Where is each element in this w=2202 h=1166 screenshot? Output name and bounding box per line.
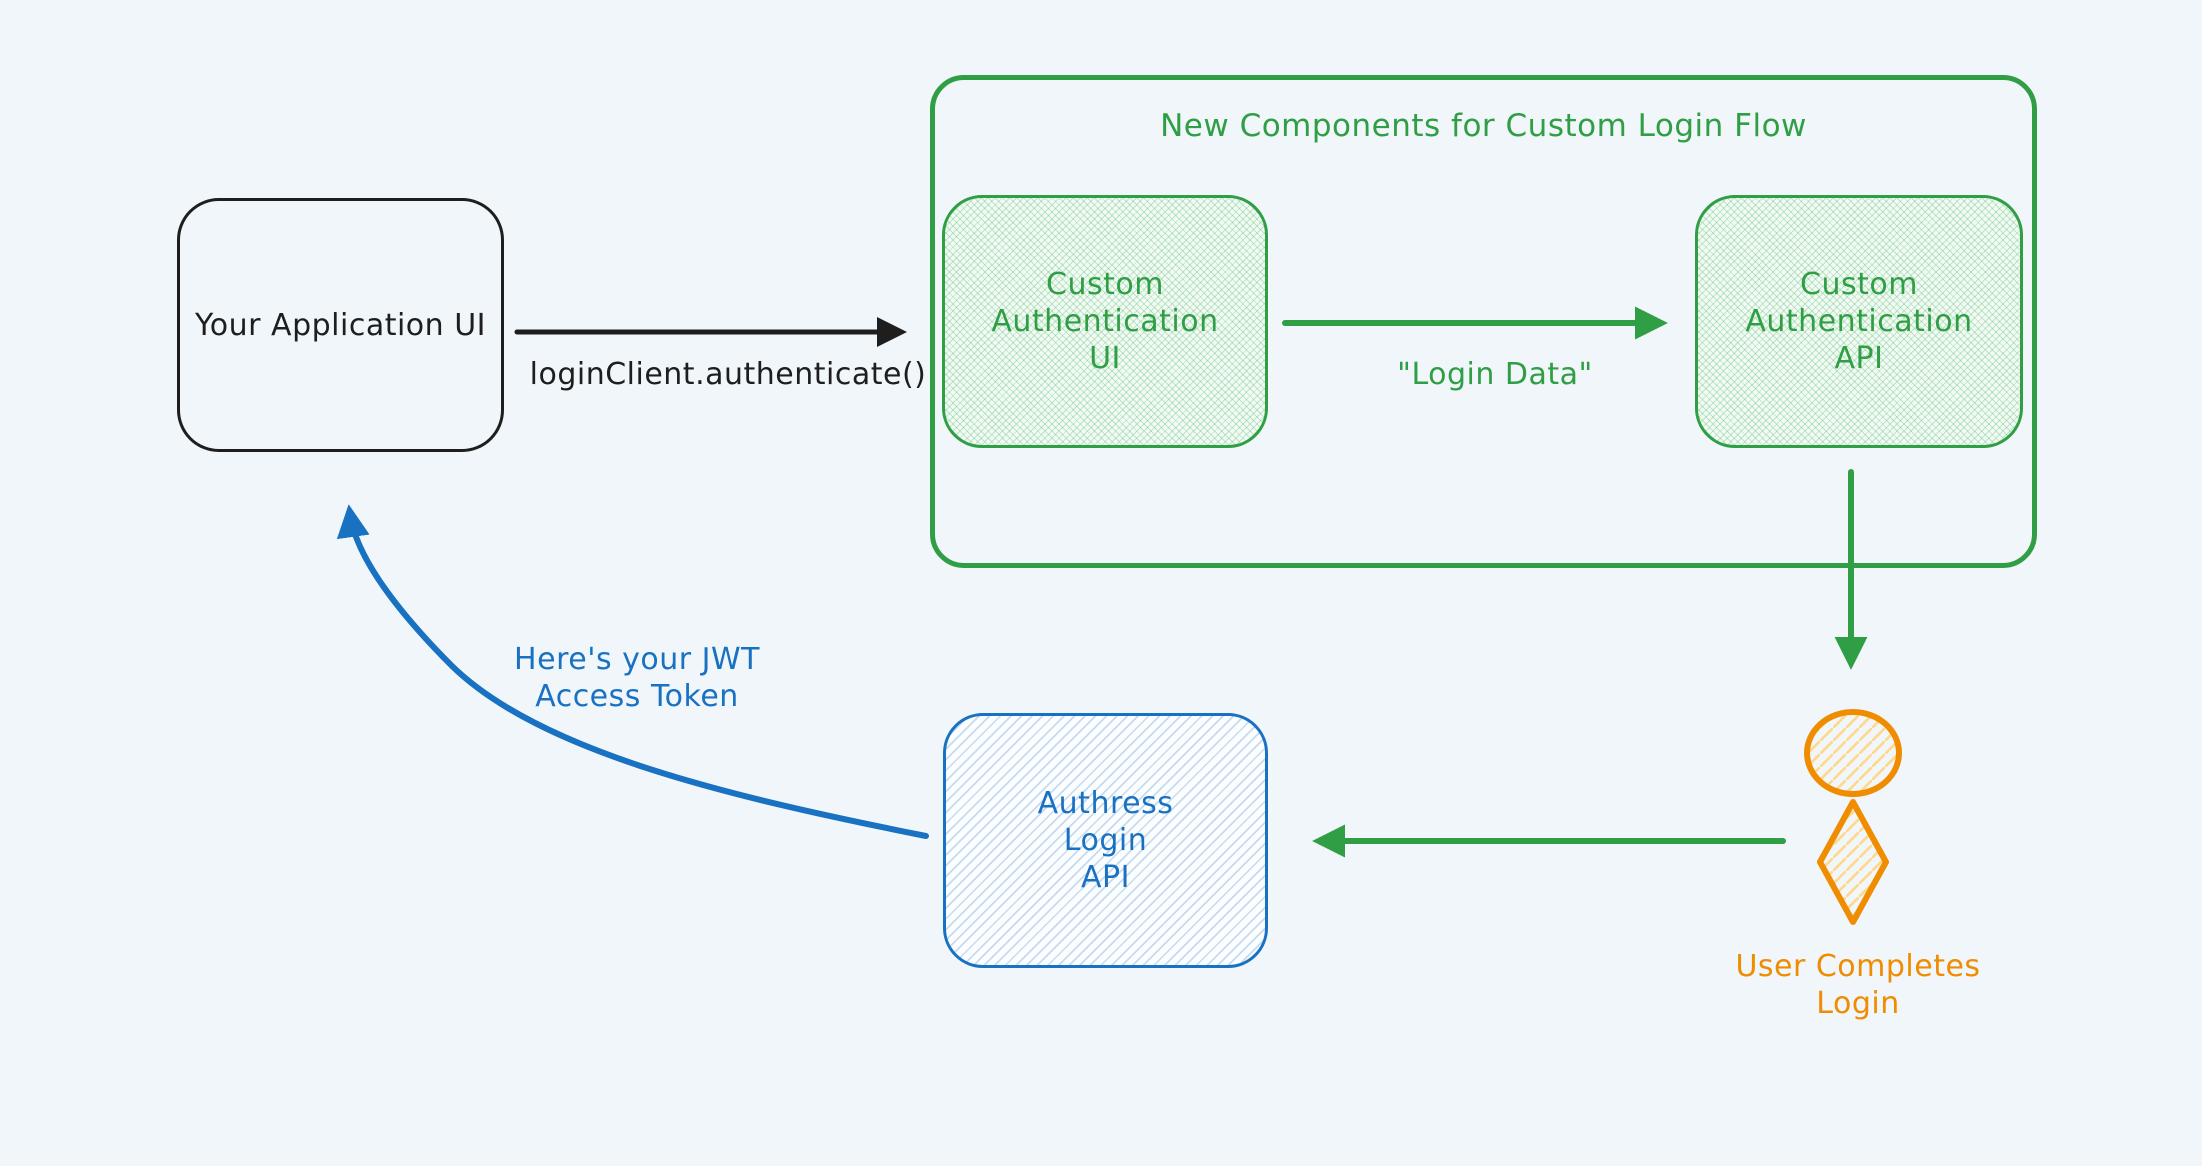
label-line: Login xyxy=(1816,986,1900,1021)
label-user-completes-login: User Completes Login xyxy=(1658,948,2058,1022)
node-label-line: Authress xyxy=(1037,786,1174,821)
label-line: User Completes xyxy=(1735,949,1981,984)
label-jwt-access-token: Here's your JWT Access Token xyxy=(387,641,887,715)
node-label-line: API xyxy=(1834,341,1884,376)
label-line: Access Token xyxy=(535,679,739,714)
user-head-icon xyxy=(1804,709,1902,797)
node-label-line: Custom xyxy=(1800,267,1918,302)
node-authress-login-api: Authress Login API xyxy=(943,713,1268,968)
node-your-application-ui: Your Application UI xyxy=(177,198,504,452)
node-label-line: Authentication xyxy=(991,304,1219,339)
user-body-icon xyxy=(1817,799,1889,925)
node-custom-authentication-ui: Custom Authentication UI xyxy=(942,195,1268,448)
node-label-line: API xyxy=(1081,860,1130,895)
label-login-data: "Login Data" xyxy=(1397,357,1593,392)
node-label-line: Authentication xyxy=(1745,304,1973,339)
group-title: New Components for Custom Login Flow xyxy=(1160,108,1807,144)
label-login-client-authenticate: loginClient.authenticate() xyxy=(529,357,927,392)
node-label-line: Login xyxy=(1063,823,1148,858)
node-custom-authentication-api: Custom Authentication API xyxy=(1695,195,2023,448)
node-label-line: Custom xyxy=(1046,267,1164,302)
node-label: Your Application UI xyxy=(194,307,487,343)
node-label-line: UI xyxy=(1089,341,1121,376)
label-line: Here's your JWT xyxy=(514,642,760,677)
user-icon xyxy=(1804,709,1902,925)
group-new-components: New Components for Custom Login Flow xyxy=(930,75,2037,568)
